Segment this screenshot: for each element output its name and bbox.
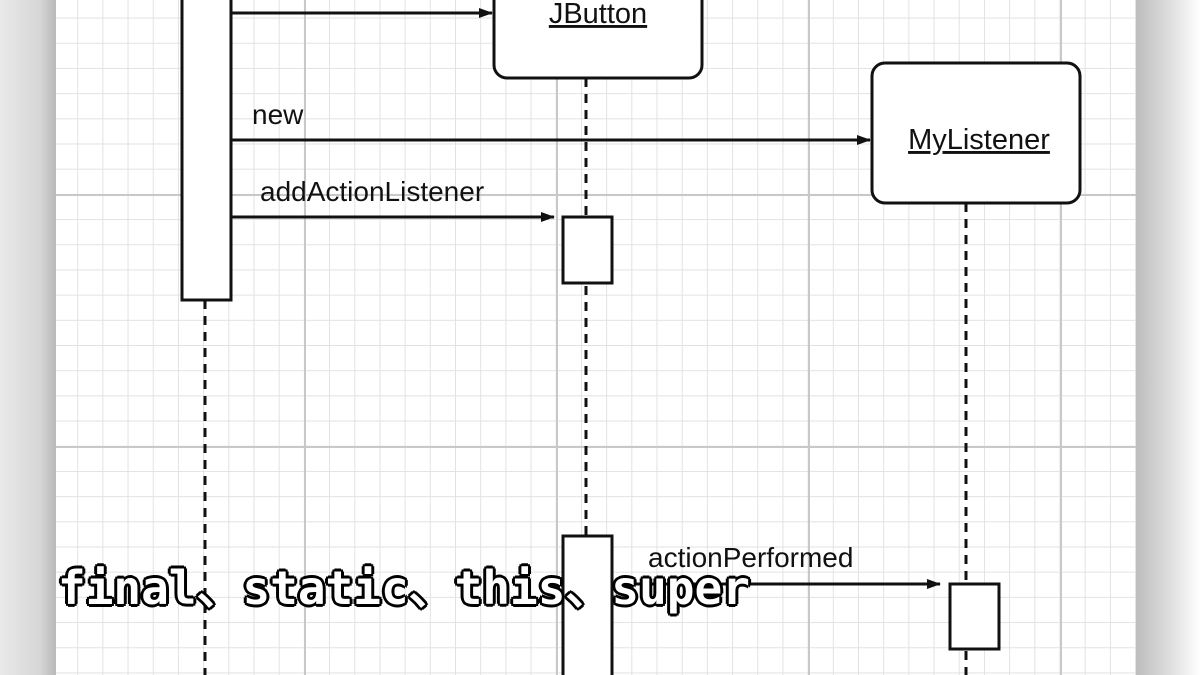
page-shadow-right: [1136, 0, 1200, 675]
mylistener-object-label: MyListener: [908, 124, 1050, 156]
page-shadow-left: [0, 0, 56, 675]
jbutton-activation-lower: [561, 534, 614, 675]
jbutton-activation-upper: [561, 215, 614, 285]
message-new-label: new: [252, 99, 304, 130]
mylistener-activation: [948, 582, 1001, 651]
caller-activation: [180, 0, 233, 302]
message-add-action-listener-label: addActionListener: [260, 176, 484, 207]
jbutton-object-box: [492, 0, 704, 80]
mylistener-object-box: [870, 61, 1082, 205]
message-action-performed-label: actionPerformed: [648, 542, 853, 573]
jbutton-object-label: JButton: [549, 0, 647, 30]
caption-overlay: final、static、this、super: [58, 561, 750, 615]
